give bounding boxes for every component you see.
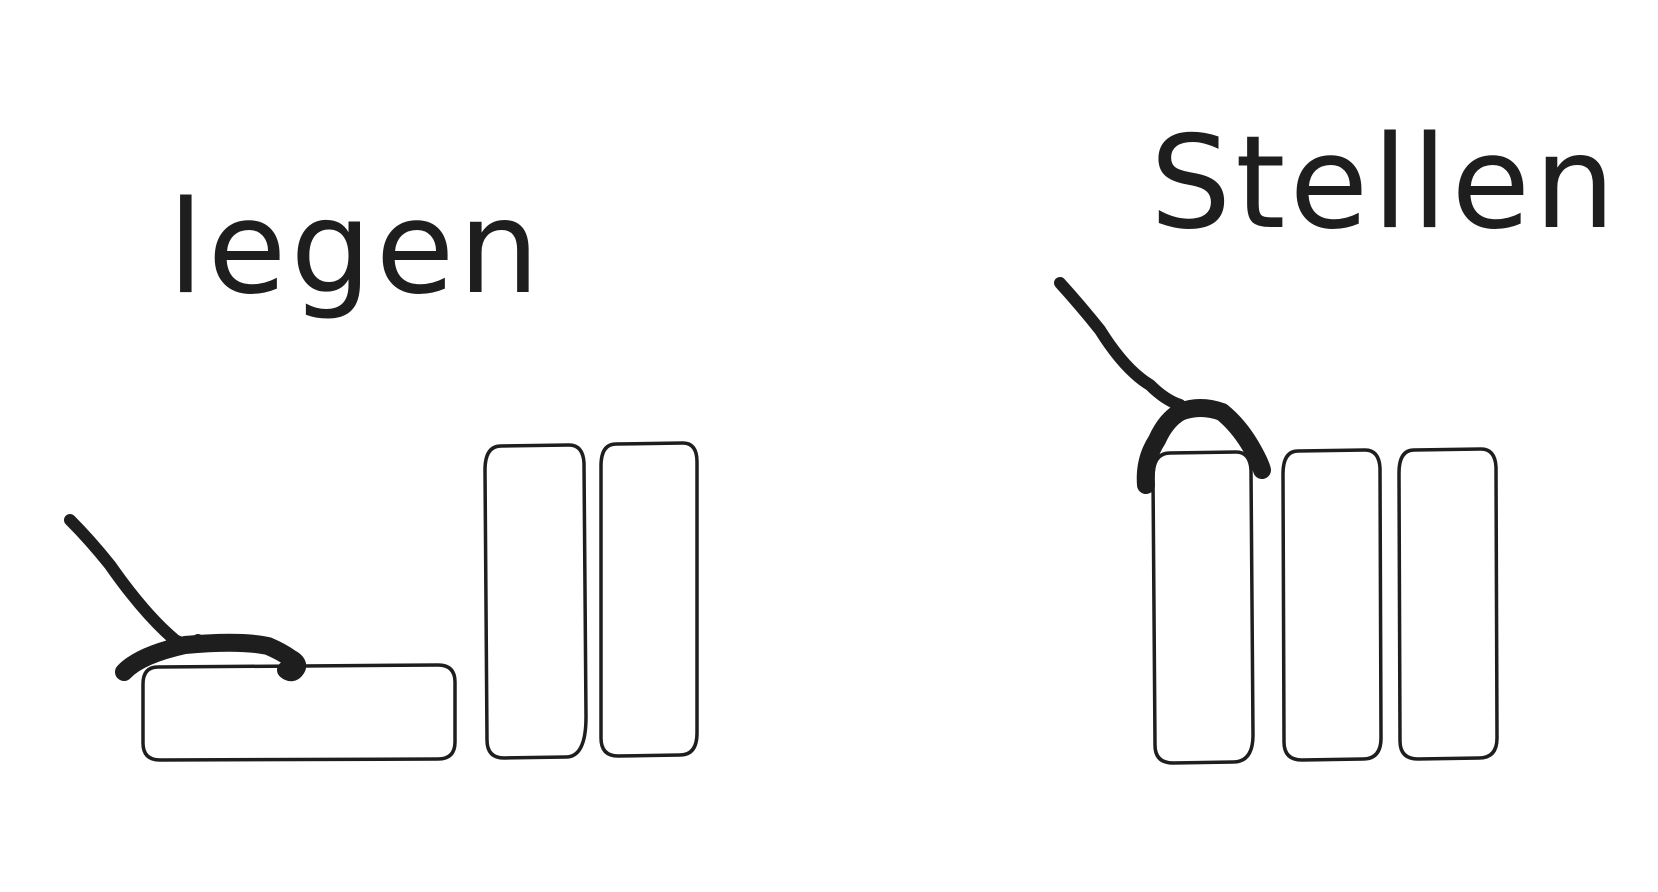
- hand-stellen-grip: [1136, 399, 1271, 494]
- hand-stellen-arm: [1054, 277, 1186, 411]
- label-legen: legen: [168, 174, 544, 323]
- block-lying: [141, 663, 457, 762]
- panel-stellen: [1054, 277, 1499, 765]
- block-standing-1: [483, 443, 588, 760]
- hand-legen-arm: [64, 514, 204, 650]
- label-stellen: Stellen: [1150, 109, 1620, 258]
- block-upright-2: [1281, 448, 1383, 762]
- block-upright-gripped: [1151, 450, 1255, 765]
- block-upright-3: [1397, 447, 1499, 761]
- block-standing-2: [599, 441, 699, 758]
- panel-legen: [64, 441, 699, 762]
- hand-legen-grip: [115, 633, 307, 682]
